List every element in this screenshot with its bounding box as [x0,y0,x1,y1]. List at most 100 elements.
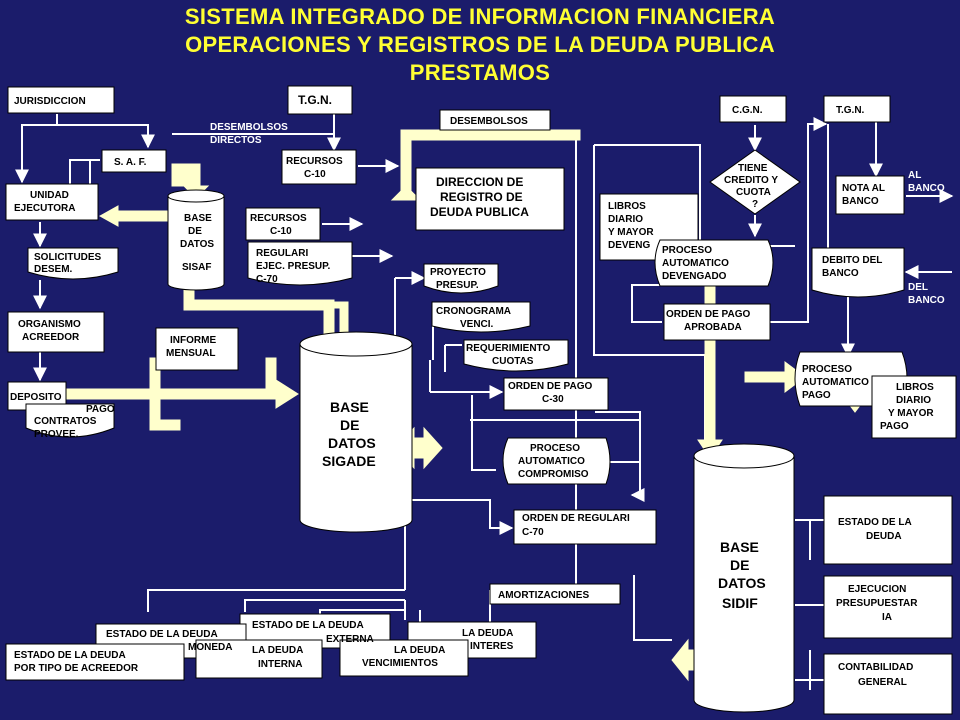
box-tgn-right [823,95,891,123]
label-nota-2: BANCO [842,196,879,207]
label-tiene-3: CUOTA [736,187,771,198]
cylinder-sidif [693,443,795,713]
box-informe [155,327,239,371]
label-proc-pago-1: PROCESO [802,364,852,375]
label-libros-pago-1: LIBROS [896,382,934,393]
label-recursos-1: RECURSOS [250,213,307,224]
label-cronograma-2: VENCI. [460,319,494,330]
label-libros-pago-4: PAGO [880,421,909,432]
cylinders [167,189,795,713]
label-amortizaciones: AMORTIZACIONES [498,590,589,601]
label-libros-dev-4: DEVENG [608,240,650,251]
label-acreedor-2: POR TIPO DE ACREEDOR [14,663,139,674]
box-recursos [245,207,321,241]
label-proc-pago-3: PAGO [802,390,831,401]
label-libros-pago-3: Y MAYOR [888,408,934,419]
label-debito-1: DEBITO DEL [822,255,882,266]
label-tgn-right: T.G.N. [836,105,865,116]
box-direccion [415,167,565,231]
box-ejecucion [823,575,953,639]
label-deposito: DEPOSITO [10,392,62,403]
box-rep-acreedor [5,643,185,681]
label-acreedor-1: ESTADO DE LA DEUDA [14,650,126,661]
label-proyecto-2: PRESUP. [436,280,479,291]
label-sigade-1: BASE [330,399,369,415]
label-informe-1: INFORME [170,335,216,346]
label-sisaf-1: BASE [184,213,212,224]
label-del-banco-1: DEL [908,282,928,293]
label-direccion-1: DIRECCION DE [436,175,523,189]
label-libros-pago-2: DIARIO [896,395,931,406]
label-direccion-3: DEUDA PUBLICA [430,205,529,219]
label-recursos-top-2: C-10 [304,169,326,180]
cylinder-sisaf [167,189,225,291]
box-regulari [247,241,353,286]
title-line-2: OPERACIONES Y REGISTROS DE LA DEUDA PUBL… [185,32,775,57]
label-libros-dev-2: DIARIO [608,214,643,225]
label-sidif-4: SIDIF [722,595,758,611]
label-externa-2: EXTERNA [326,634,374,645]
label-regulari-3: C-70 [256,274,278,285]
label-proc-pago-2: AUTOMATICO [802,377,869,388]
label-devengado-1: PROCESO [662,245,712,256]
label-contab-2: GENERAL [858,677,907,688]
label-c30-2: C-30 [542,394,564,405]
label-recursos-2: C-10 [270,226,292,237]
label-unidad-2: EJECUTORA [14,203,76,214]
label-solicitudes-1: SOLICITUDES [34,252,102,263]
box-estado-deuda [823,495,953,565]
box-orden-aprobada [663,303,771,341]
label-estado-2: DEUDA [866,531,902,542]
label-sigade-2: DE [340,417,359,433]
label-al-banco-2: BANCO [908,183,945,194]
label-c30-1: ORDEN DE PAGO [508,381,592,392]
label-interna-2: INTERNA [258,659,302,670]
box-pago-contratos [25,403,115,438]
title-line-3: PRESTAMOS [409,60,551,85]
box-libros-pago [871,375,957,439]
box-compromiso [502,437,611,485]
label-al-banco-1: AL [908,170,921,181]
label-desembolsos: DESEMBOLSOS [450,116,528,127]
label-moneda-2: MONEDA [188,642,232,653]
box-cronograma [431,301,531,333]
label-del-banco-2: BANCO [908,295,945,306]
label-desembolsos-directos-2: DIRECTOS [210,135,262,146]
label-externa-1: ESTADO DE LA DEUDA [252,620,364,631]
label-tiene-2: CREDITO Y [724,175,778,186]
box-saf [101,149,167,173]
label-compromiso-1: PROCESO [530,443,580,454]
label-c70-2: C-70 [522,527,544,538]
label-desembolsos-directos-1: DESEMBOLSOS [210,122,288,133]
label-saf: S. A. F. [114,157,147,168]
label-pago-3: PROVEE. [34,429,79,440]
box-jurisdiccion [7,86,115,114]
label-ejecucion-1: EJECUCION [848,584,906,595]
label-proyecto-1: PROYECTO [430,267,486,278]
box-solicitudes [27,247,119,280]
box-debito [811,247,905,298]
box-orden-c30 [503,377,609,411]
label-regulari-1: REGULARI [256,248,308,259]
label-pago-1: PAGO [86,404,115,415]
label-debito-2: BANCO [822,268,859,279]
label-devengado-3: DEVENGADO [662,271,727,282]
label-interna-1: LA DEUDA [252,645,303,656]
label-ejecucion-3: IA [882,612,892,623]
label-estado-1: ESTADO DE LA [838,517,912,528]
cylinder-sigade [299,331,413,533]
box-tgn-top [287,85,353,115]
box-proyecto [423,263,499,294]
label-requerimiento-1: REQUERIMIENTO [466,343,550,354]
box-requerimiento [463,339,569,372]
label-unidad-1: UNIDAD [30,190,69,201]
box-rep-interna [195,639,323,679]
label-sisaf-2: DE [188,226,202,237]
box-orden-c70 [513,509,657,545]
label-sidif-1: BASE [720,539,759,555]
label-sidif-2: DE [730,557,749,573]
label-sisaf-3: DATOS [180,239,214,250]
label-tgn-top: T.G.N. [298,93,332,107]
box-proceso-devengado [654,239,774,287]
label-organismo-1: ORGANISMO [18,319,81,330]
